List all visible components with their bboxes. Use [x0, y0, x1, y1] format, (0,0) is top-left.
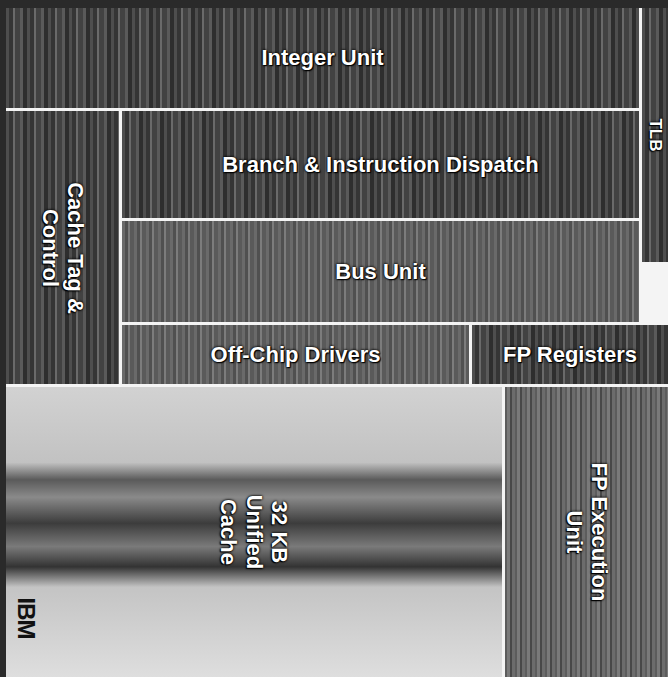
region-label: FP Execution Unit [561, 450, 612, 615]
region-label: FP Registers [475, 342, 665, 367]
label-holder: TLB [645, 35, 665, 235]
label-holder: FP Registers [475, 342, 665, 367]
region-label: Bus Unit [131, 259, 631, 284]
label-holder: Off-Chip Drivers [126, 342, 466, 367]
region-label: Cache Tag & Control [37, 160, 88, 335]
cache-tag-control: Cache Tag & Control [6, 111, 119, 384]
region-label: Off-Chip Drivers [126, 342, 466, 367]
logo-label: IBM [12, 598, 40, 639]
region-label: 32 KB Unified Cache [216, 482, 292, 582]
integer-unit: Integer Unit [6, 8, 639, 108]
label-holder: Cache Tag & Control [37, 160, 88, 335]
off-chip-drivers: Off-Chip Drivers [122, 325, 469, 384]
region-label: Integer Unit [23, 45, 623, 70]
region-label: TLB [645, 35, 665, 235]
label-holder: Branch & Instruction Dispatch [131, 152, 631, 177]
tlb: TLB [642, 8, 668, 262]
region-label: Branch & Instruction Dispatch [131, 152, 631, 177]
fp-registers: FP Registers [472, 325, 668, 384]
unified-cache: 32 KB Unified Cache [6, 387, 502, 677]
branch-dispatch-unit: Branch & Instruction Dispatch [122, 111, 639, 218]
label-holder: FP Execution Unit [561, 450, 612, 615]
fp-execution-unit: FP Execution Unit [505, 387, 668, 677]
label-holder: Integer Unit [23, 45, 623, 70]
bus-unit: Bus Unit [122, 221, 639, 322]
label-holder: Bus Unit [131, 259, 631, 284]
ibm-logo: IBM [12, 598, 40, 639]
label-holder: 32 KB Unified Cache [216, 482, 292, 582]
